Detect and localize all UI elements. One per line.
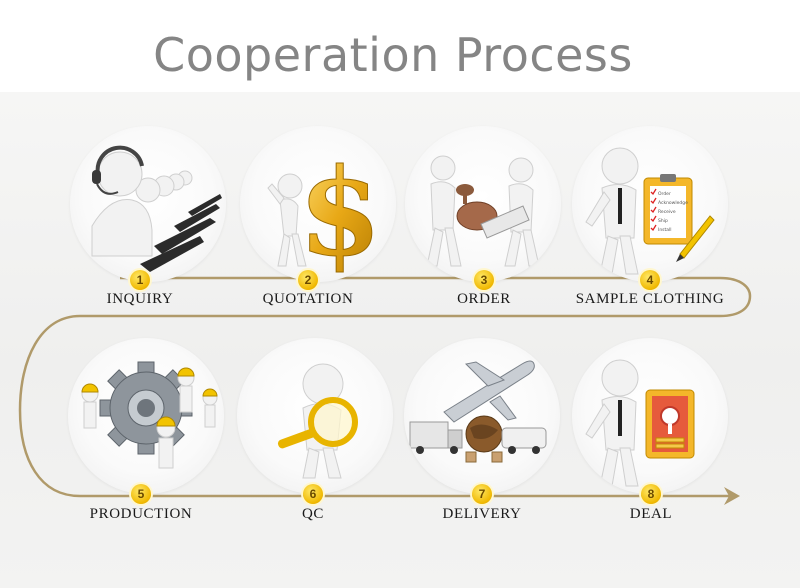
step-label: SAMPLE CLOTHING: [575, 291, 725, 307]
step-number-badge: 7: [472, 484, 492, 504]
stamp-document-figures-icon: [405, 126, 561, 282]
handshake-board-figure-icon: [572, 338, 728, 494]
checklist-item: Receive: [658, 209, 676, 215]
page-title: Cooperation Process: [153, 28, 633, 82]
checklist-item: Ship: [658, 218, 668, 224]
step-number-badge: 1: [130, 270, 150, 290]
checklist-clipboard-figure-icon: Order Acknowledge Receive Ship Install: [572, 126, 728, 282]
gear-workers-icon: [68, 338, 224, 494]
step-label: DEAL: [629, 506, 673, 522]
step-number-badge: 2: [298, 270, 318, 290]
step-number-badge: 6: [303, 484, 323, 504]
step-label: QC: [301, 506, 325, 522]
step-number-badge: 5: [131, 484, 151, 504]
call-center-figures-icon: [70, 126, 226, 282]
svg-text:$: $: [298, 142, 382, 282]
checklist-item: Acknowledge: [658, 200, 688, 206]
dollar-sign-figure-icon: $: [240, 126, 396, 282]
step-number-badge: 8: [641, 484, 661, 504]
step-number-badge: 4: [640, 270, 660, 290]
step-label: DELIVERY: [442, 506, 522, 522]
step-label: PRODUCTION: [89, 506, 193, 522]
plane-trucks-globe-icon: [404, 338, 560, 494]
checklist-item: Install: [658, 227, 672, 233]
checklist-item: Order: [658, 191, 671, 197]
magnifying-glass-figure-icon: [237, 338, 393, 494]
step-number-badge: 3: [474, 270, 494, 290]
step-label: ORDER: [457, 291, 511, 307]
flow-arrowhead-icon: [724, 487, 740, 505]
step-label: QUOTATION: [262, 291, 354, 307]
step-label: INQUIRY: [106, 291, 174, 307]
